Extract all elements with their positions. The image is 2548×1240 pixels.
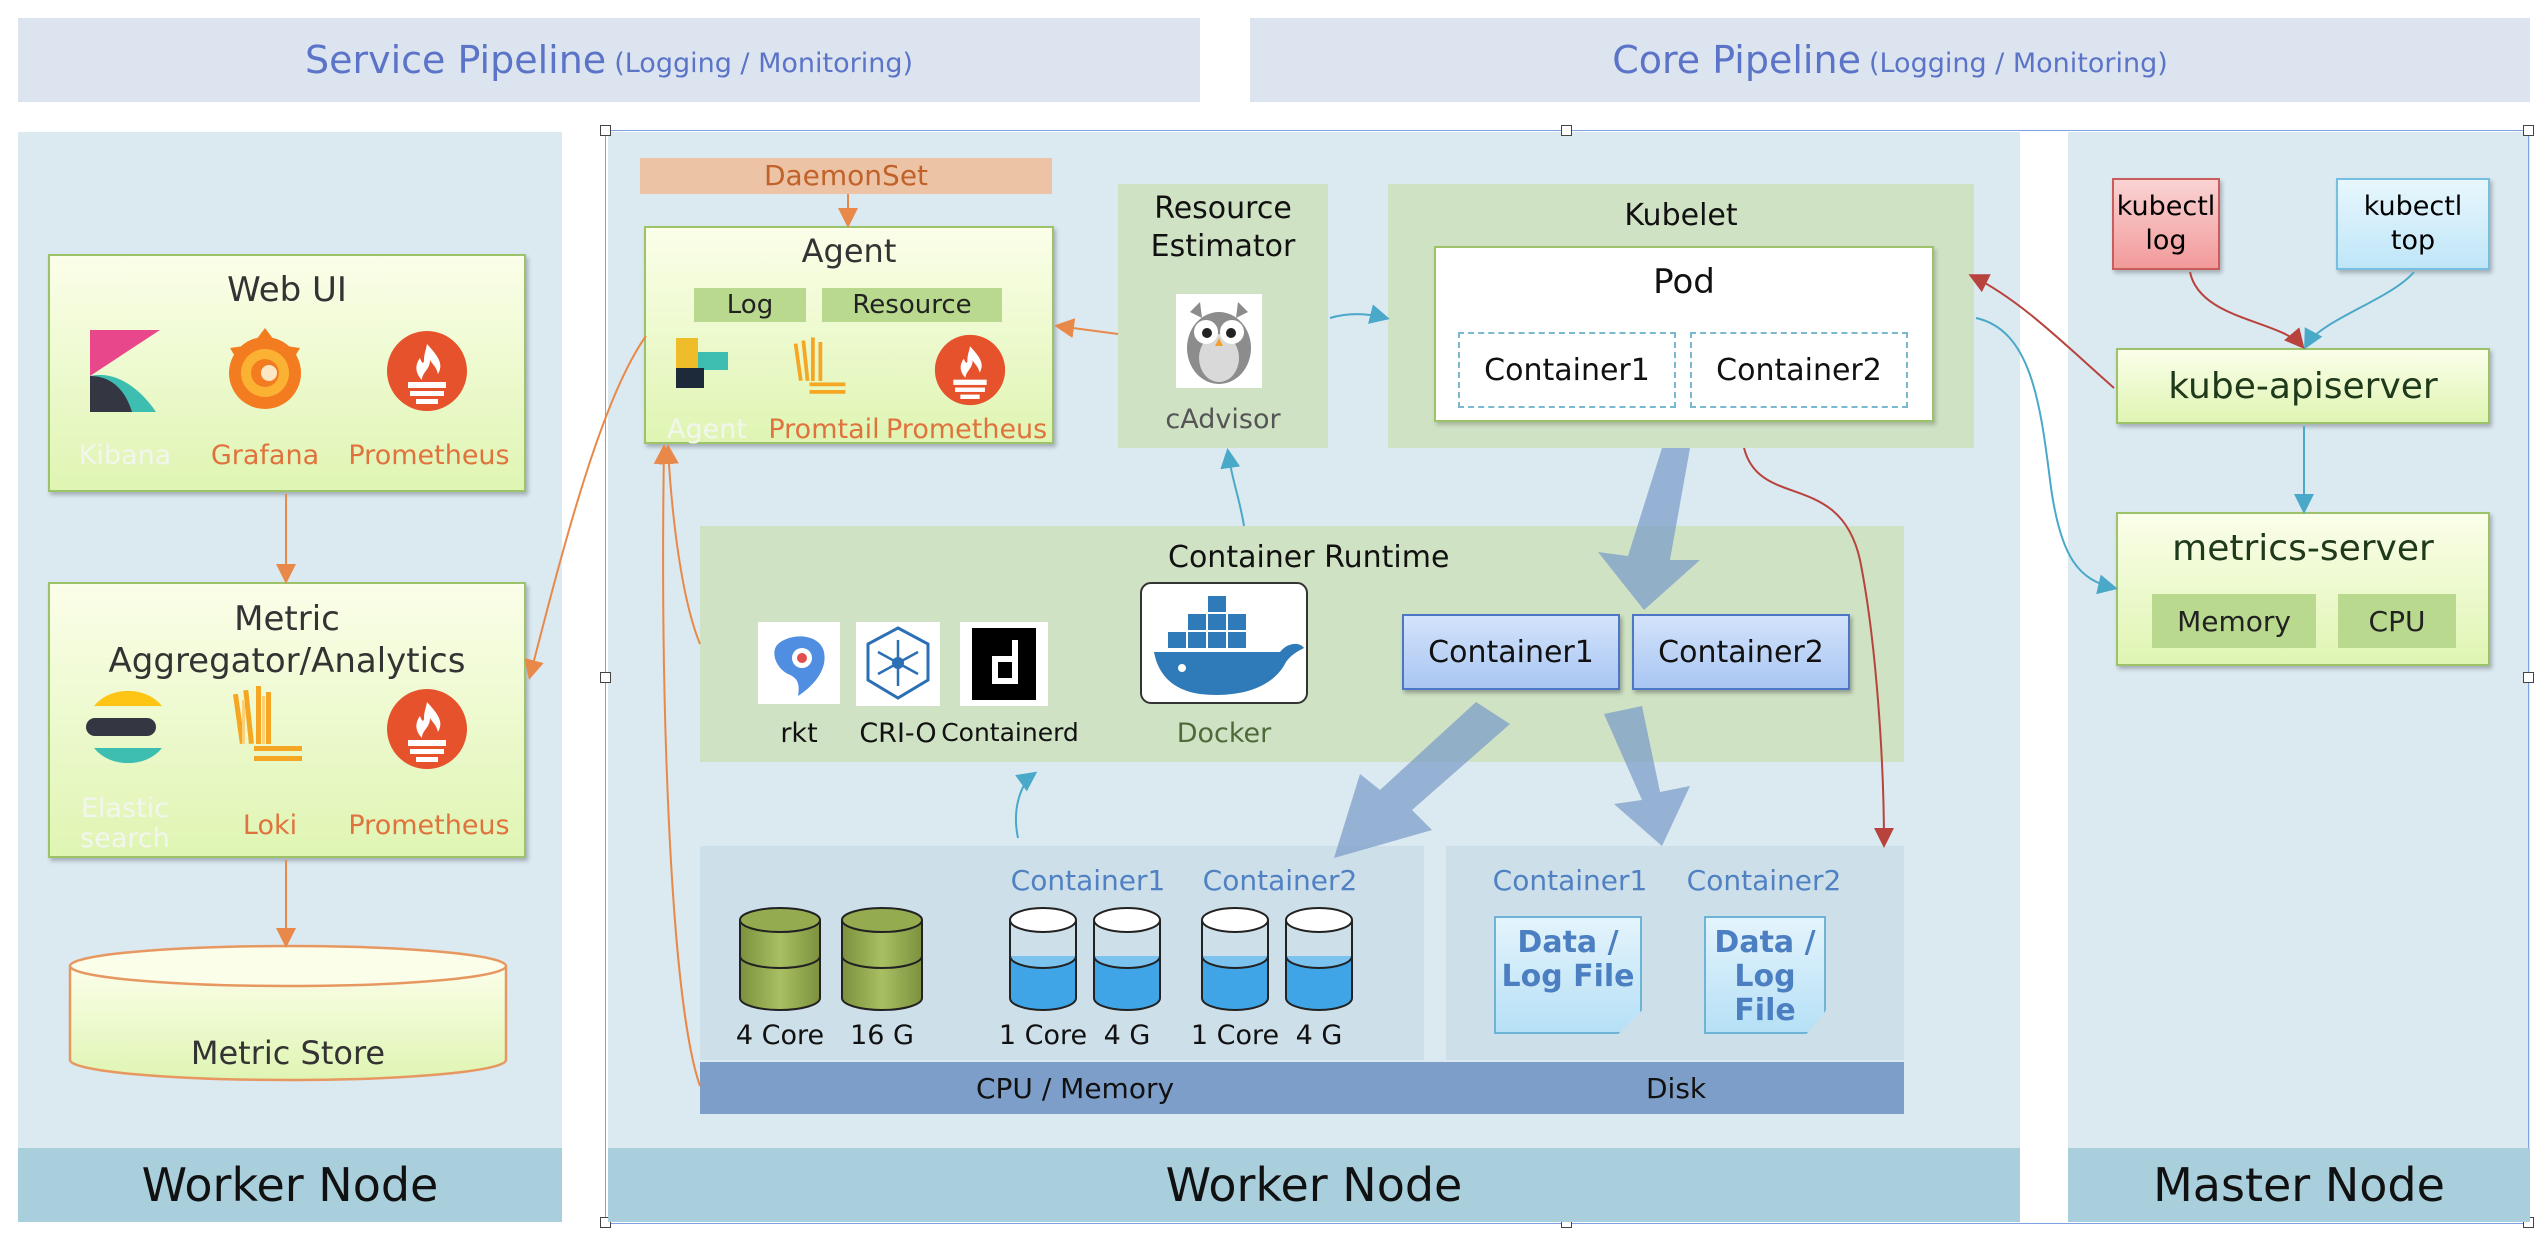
loki-icon (232, 686, 302, 761)
prometheus-label: Prometheus (348, 440, 510, 471)
resource-estimator-title: Resource Estimator (1150, 191, 1296, 264)
web-ui-title: Web UI (227, 270, 347, 310)
service-pipeline-title: Service Pipeline (304, 38, 607, 82)
pod-container2[interactable]: Container2 (1690, 332, 1908, 408)
disk-container2-label: Container2 (1686, 864, 1842, 897)
containerd-icon (960, 622, 1048, 706)
service-pipeline-sub: (Logging / Monitoring) (614, 47, 914, 79)
agent-icon (676, 338, 728, 388)
cadvisor-owl-icon (1176, 294, 1262, 388)
selection-handle[interactable] (1561, 125, 1572, 136)
node-cpu-cylinder (739, 907, 821, 1011)
c2-mem-label: 4 G (1295, 1020, 1343, 1051)
cri-o-icon (856, 622, 940, 706)
c1-mem-label: 4 G (1103, 1020, 1151, 1051)
left-worker-footer: Worker Node (18, 1148, 562, 1222)
agent-title: Agent (801, 232, 897, 270)
disk-bar-label: Disk (1646, 1071, 1707, 1105)
loki-label: Loki (242, 810, 298, 841)
node-cores-label: 4 Core (735, 1020, 825, 1051)
rkt-label: rkt (780, 718, 818, 749)
promtail-icon (793, 337, 846, 394)
cri-o-label: CRI-O (859, 718, 937, 749)
agent-label: Agent (667, 414, 747, 445)
kubectl-log-button[interactable]: kubectl log (2112, 178, 2220, 270)
disk-file-2[interactable]: Data / Log File (1704, 916, 1826, 1034)
metrics-cpu-chip: CPU (2338, 594, 2456, 648)
agent-resource-chip: Resource (822, 288, 1002, 322)
kube-apiserver-box[interactable]: kube-apiserver (2116, 348, 2490, 424)
c1-mem-cylinder (1093, 907, 1161, 1011)
pod-title: Pod (1653, 262, 1715, 302)
core-pipeline-title: Core Pipeline (1612, 38, 1861, 82)
c1-cpu-cylinder (1009, 907, 1077, 1011)
grafana-label: Grafana (210, 440, 320, 471)
node-mem-label: 16 G (850, 1020, 914, 1051)
grafana-icon (229, 328, 301, 409)
prometheus-icon (387, 689, 467, 769)
prometheus-label: Prometheus (886, 414, 1048, 445)
prometheus-label: Prometheus (348, 810, 510, 841)
prometheus-icon (387, 331, 467, 411)
metrics-memory-chip: Memory (2152, 594, 2316, 648)
c1-cores-label: 1 Core (998, 1020, 1088, 1051)
container-runtime-title: Container Runtime (1168, 540, 1450, 575)
pod-container1[interactable]: Container1 (1458, 332, 1676, 408)
kibana-label: Kibana (78, 440, 172, 471)
master-footer: Master Node (2068, 1148, 2530, 1222)
selection-handle[interactable] (600, 125, 611, 136)
selection-handle[interactable] (2523, 125, 2534, 136)
kibana-icon (90, 330, 160, 412)
selection-handle[interactable] (600, 672, 611, 683)
c2-cpu-cylinder (1201, 907, 1269, 1011)
elasticsearch-icon (86, 690, 162, 764)
cpu-container2-label: Container2 (1202, 864, 1358, 897)
kubectl-top-button[interactable]: kubectl top (2336, 178, 2490, 270)
disk-file-1[interactable]: Data / Log File (1494, 916, 1642, 1034)
promtail-label: Promtail (768, 414, 880, 445)
aggregator-title: Metric Aggregator/Analytics (108, 599, 466, 681)
metrics-server-title: metrics-server (2172, 528, 2434, 569)
selection-handle[interactable] (2523, 672, 2534, 683)
containerd-label: Containerd (941, 718, 1079, 747)
c2-cores-label: 1 Core (1190, 1020, 1280, 1051)
docker-label: Docker (1176, 718, 1272, 749)
kubectl-top-label: kubectl top (2363, 191, 2463, 256)
docker-icon (1140, 582, 1308, 704)
c2-mem-cylinder (1285, 907, 1353, 1011)
metric-store-label: Metric Store (190, 1034, 386, 1072)
core-pipeline-sub: (Logging / Monitoring) (1868, 47, 2168, 79)
selection-handle[interactable] (600, 1217, 611, 1228)
cpu-memory-bar: CPU / Memory Disk (700, 1062, 1904, 1114)
core-pipeline-banner: Core Pipeline (Logging / Monitoring) (1250, 18, 2530, 102)
cpu-container1-label: Container1 (1010, 864, 1166, 897)
elasticsearch-label: Elastic search (70, 794, 180, 854)
cpu-memory-bar-label: CPU / Memory (976, 1071, 1175, 1105)
rkt-icon (758, 622, 840, 704)
disk-container1-label: Container1 (1492, 864, 1648, 897)
agent-log-chip: Log (694, 288, 806, 322)
prometheus-icon (934, 334, 1006, 406)
runtime-container1[interactable]: Container1 (1402, 614, 1620, 690)
runtime-container2[interactable]: Container2 (1632, 614, 1850, 690)
agent-box[interactable]: Agent (644, 226, 1054, 444)
kubectl-log-label: kubectl log (2116, 191, 2216, 256)
service-pipeline-banner: Service Pipeline (Logging / Monitoring) (18, 18, 1200, 102)
cadvisor-label: cAdvisor (1165, 404, 1281, 435)
elasticsearch-text: Elastic search (80, 793, 170, 854)
node-memory-cylinder (841, 907, 923, 1011)
daemonset-bar[interactable]: DaemonSet (640, 158, 1052, 194)
metric-store-cylinder[interactable] (68, 944, 508, 1084)
kubelet-title: Kubelet (1624, 198, 1738, 233)
middle-worker-footer: Worker Node (608, 1148, 2020, 1222)
